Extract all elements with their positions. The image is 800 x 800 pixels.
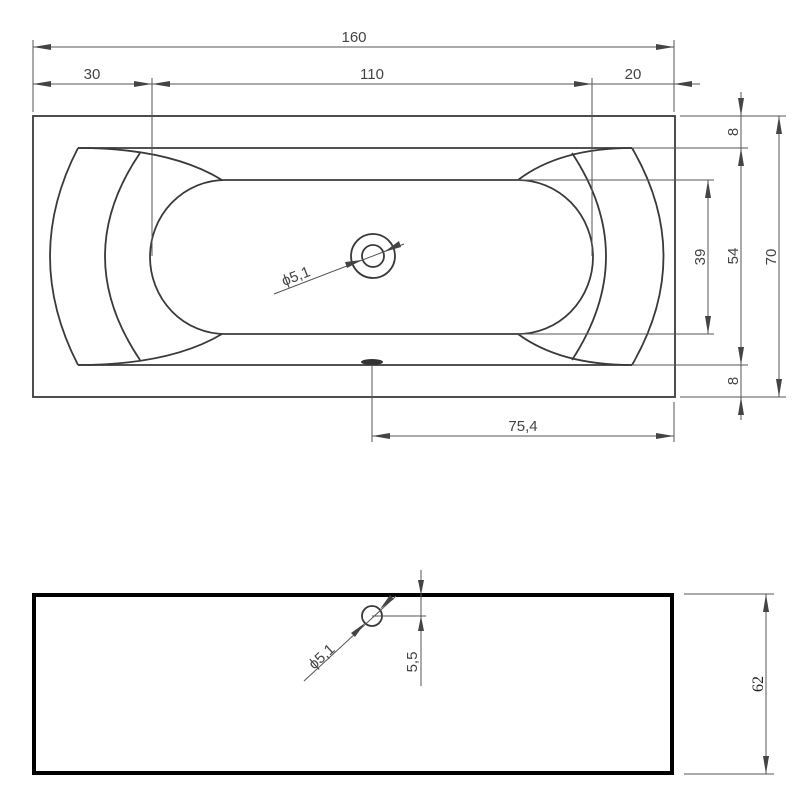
dim-height: 62 [750, 676, 767, 692]
drain-inner-circle [361, 244, 385, 268]
dim-overflow-diameter: ϕ5,1 [305, 641, 338, 673]
dim-basin-width: 39 [692, 249, 709, 266]
dim-overall-width: 70 [763, 249, 780, 266]
dim-overall-length: 160 [341, 29, 366, 46]
dim-left-offset: 30 [84, 66, 101, 83]
drain-outer-circle [350, 233, 396, 279]
right-end-outer-arc [631, 147, 665, 366]
right-wing-top [517, 147, 633, 181]
dim-inner-length: 110 [360, 66, 384, 83]
left-end-outer-arc [49, 147, 79, 366]
left-wing-bottom [77, 333, 223, 366]
right-end-middle-arc [571, 152, 607, 361]
left-wing-top [77, 147, 223, 181]
left-end-middle-arc [104, 152, 141, 361]
dim-top-rim: 8 [725, 128, 742, 136]
dim-overflow-depth: 5,5 [404, 652, 421, 673]
top-view: 160 30 110 20 8 54 8 39 [32, 29, 786, 442]
side-view: ϕ5,1 5,5 62 [32, 570, 774, 775]
tub-side-outline [32, 593, 674, 775]
right-wing-bottom [517, 333, 633, 366]
tub-outer-rim [32, 115, 676, 398]
dim-right-offset: 20 [625, 66, 642, 83]
dim-bottom-rim: 8 [725, 377, 742, 385]
overflow-slot [361, 359, 383, 365]
dim-drain-offset: 75,4 [508, 418, 537, 435]
dim-inner-width: 54 [725, 248, 742, 265]
